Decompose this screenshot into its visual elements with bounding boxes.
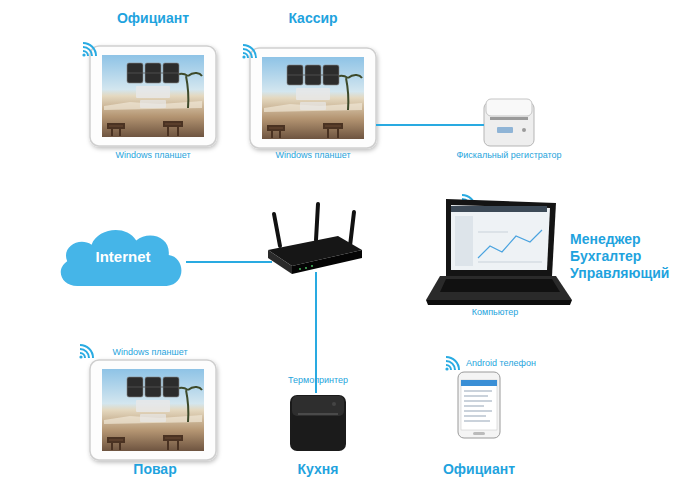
cloud-outline	[61, 230, 182, 286]
connector-line	[376, 124, 484, 126]
device-label: Android телефон	[466, 358, 536, 369]
thermal-printer-node: ТермопринтерКухня	[290, 395, 346, 451]
network-label: Internet	[95, 248, 150, 266]
role-title: Официант	[117, 10, 189, 26]
cloud-node: Internet	[55, 224, 187, 288]
role-title: Повар	[133, 461, 176, 477]
tablet-symbol	[90, 360, 216, 460]
network-wire	[315, 272, 317, 393]
device-label: Windows планшет	[112, 347, 187, 358]
wifi-icon	[445, 357, 459, 371]
tablet-symbol	[90, 46, 216, 146]
device-label: Компьютер	[472, 307, 519, 318]
role-title: Кассир	[288, 10, 337, 26]
network-wire	[186, 261, 272, 263]
tablet-symbol	[250, 48, 376, 148]
role-list: Менеджер Бухгалтер Управляющий	[570, 231, 686, 282]
tablet-node: ОфициантWindows планшет	[90, 46, 216, 146]
fiscal-printer-symbol	[484, 99, 534, 146]
wifi-icon	[79, 345, 93, 359]
wifi-icon	[82, 43, 96, 57]
device-label: Windows планшет	[275, 150, 350, 161]
tablet-node: Windows планшетПовар	[90, 360, 216, 460]
device-label: Windows планшет	[115, 150, 190, 161]
tablet-node: КассирWindows планшет	[250, 48, 376, 148]
fiscal-printer-node: Фискальный регистратор	[484, 99, 534, 146]
device-label: Термопринтер	[288, 375, 348, 386]
laptop-node: Менеджер Бухгалтер УправляющийКомпьютер	[426, 198, 572, 305]
laptop-symbol	[426, 199, 572, 305]
wifi-icon	[242, 45, 256, 59]
device-label: Фискальный регистратор	[456, 150, 561, 161]
phone-symbol	[458, 372, 500, 438]
thermal-printer-symbol	[290, 395, 346, 451]
role-title: Кухня	[298, 461, 339, 477]
phone-node: Android телефонОфициант	[458, 372, 500, 438]
role-title: Официант	[443, 461, 515, 477]
router-symbol	[268, 204, 362, 274]
